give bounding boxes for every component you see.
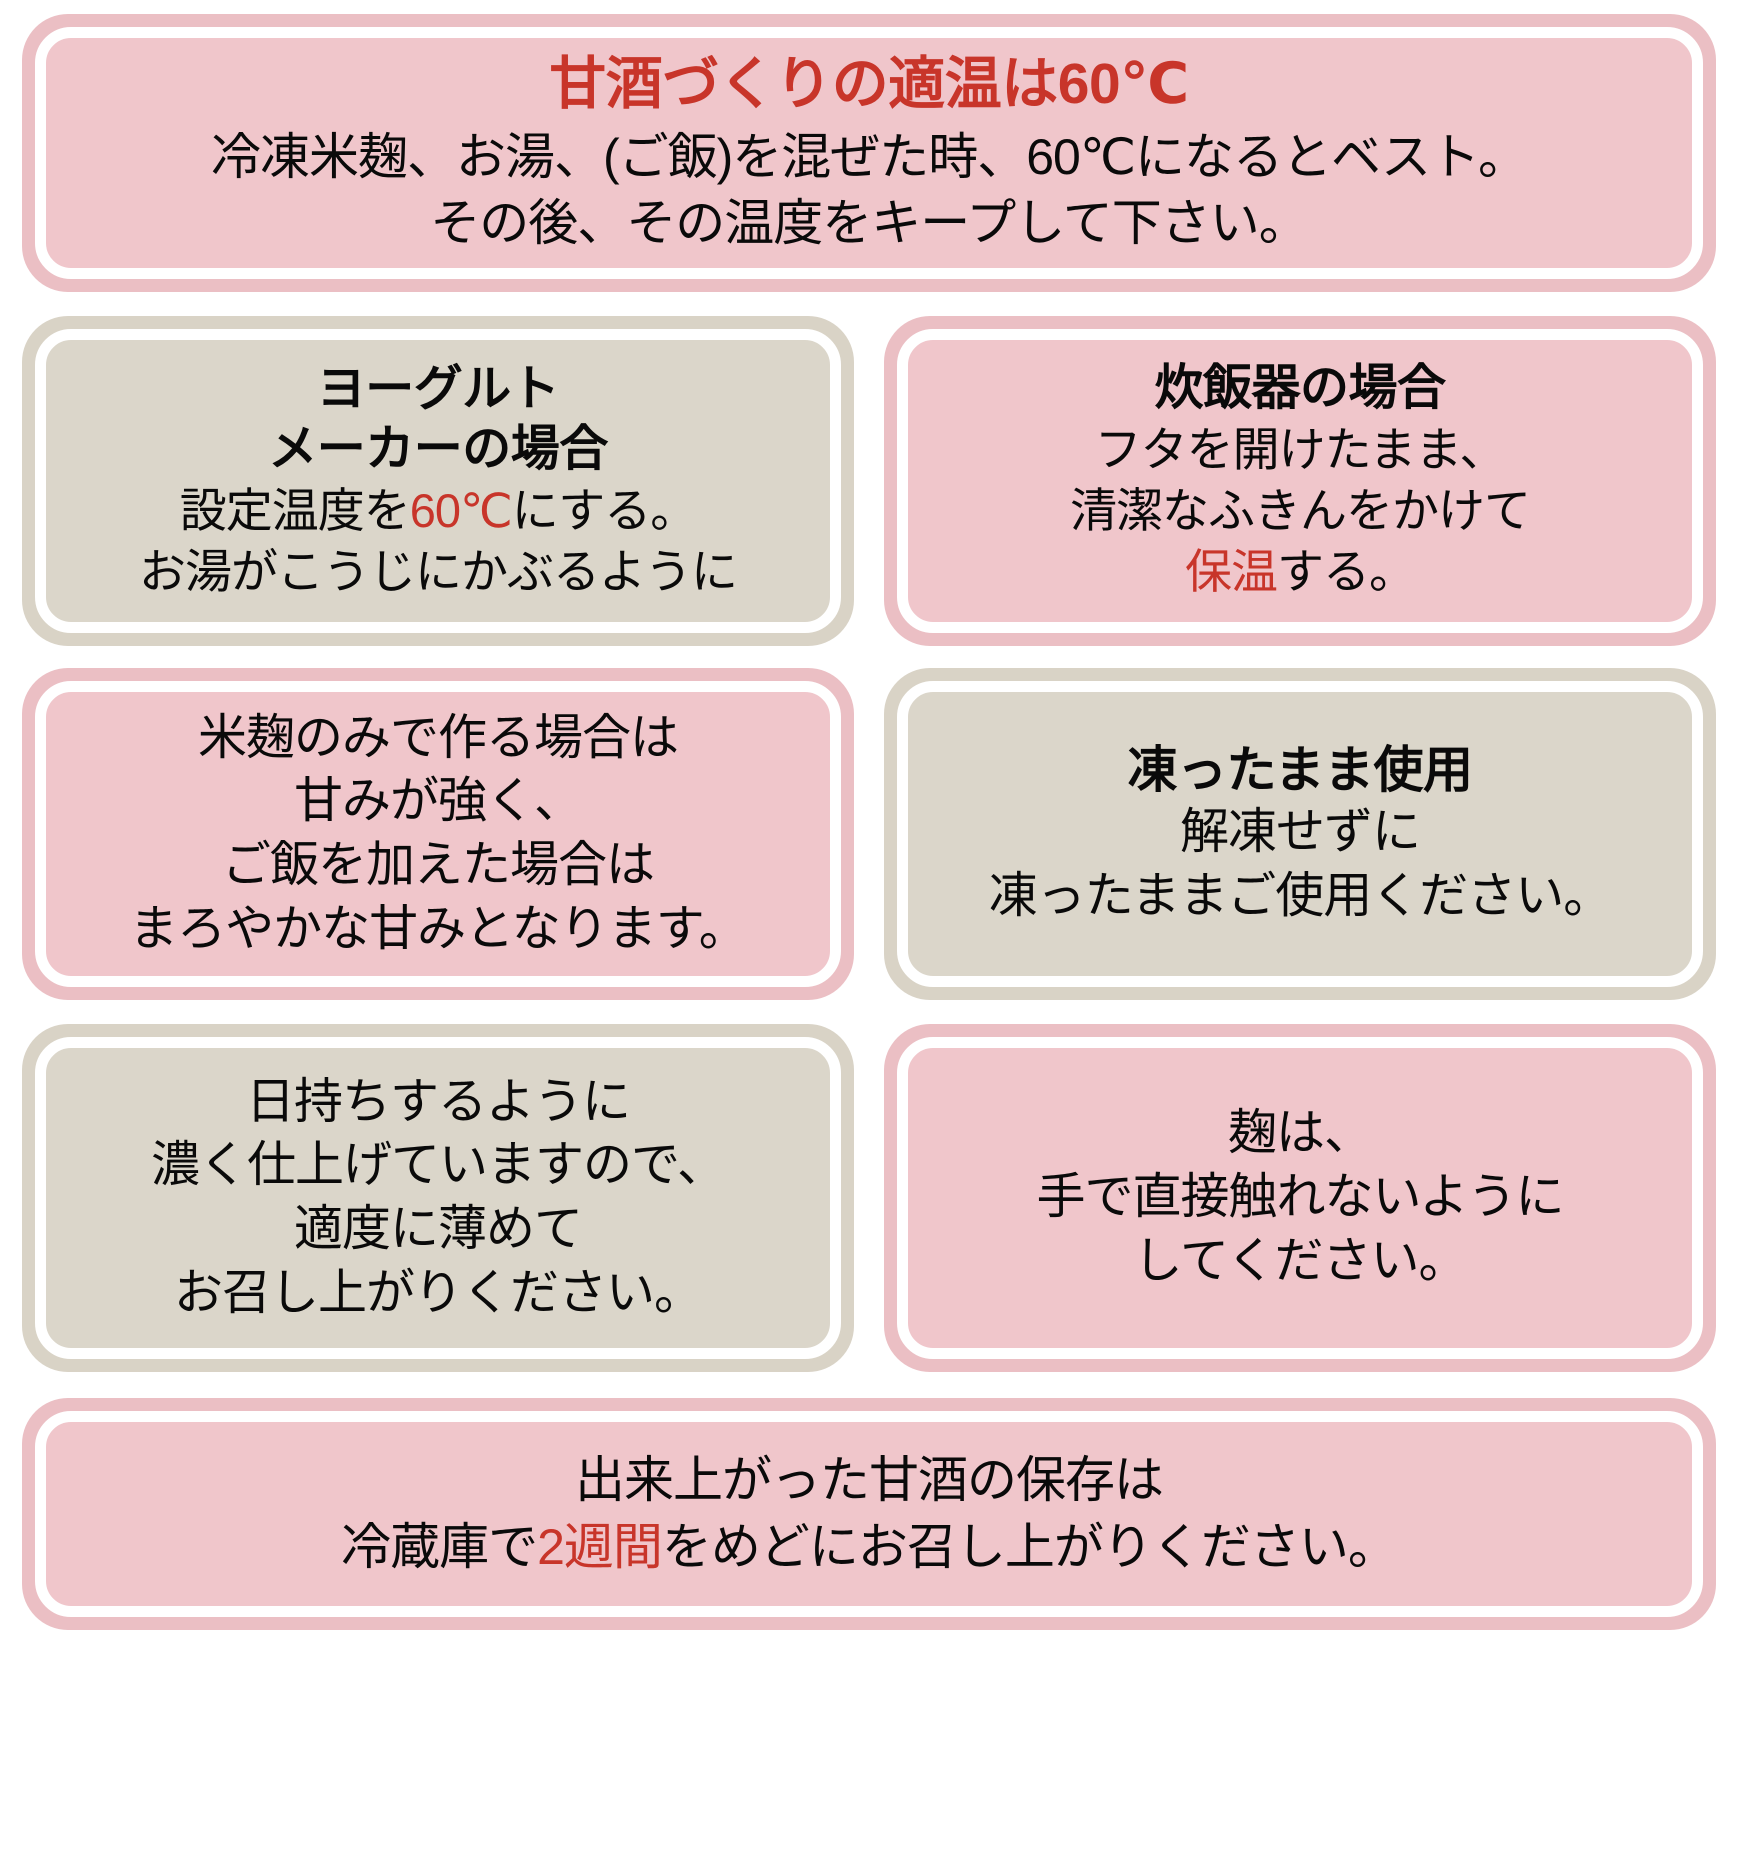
- highlight-text: 保温: [1185, 545, 1278, 599]
- plain-text: してください。: [1133, 1233, 1467, 1288]
- plain-text: お湯がこうじにかぶるように: [139, 544, 738, 598]
- plain-text: 解凍せずに: [1179, 804, 1421, 859]
- hero-body-line-1: 冷凍米麹、お湯、(ご飯)を混ぜた時、60℃になるとベスト。: [210, 128, 1528, 185]
- card-frozen-use-inner: 凍ったまま使用 解凍せずに凍ったままご使用ください。: [897, 681, 1703, 987]
- body-line-2: 濃く仕上げていますので、: [150, 1134, 726, 1198]
- body-line-2: 凍ったままご使用ください。: [988, 865, 1613, 929]
- card-dilute-body: 日持ちするように濃く仕上げていますので、適度に薄めてお召し上がりください。: [150, 1071, 726, 1326]
- title-line-1: ヨーグルト: [316, 362, 560, 417]
- body-line-1: 日持ちするように: [151, 1071, 725, 1135]
- body-line-4: まろやかな甘みとなります。: [129, 898, 748, 962]
- card-no-touch-inner: 麹は、手で直接触れないようにしてください。: [897, 1037, 1703, 1359]
- card-rice-cooker-title: 炊飯器の場合: [1154, 359, 1446, 419]
- card-rice-cooker-body: フタを開けたまま、清潔なふきんをかけて保温する。: [1070, 419, 1531, 602]
- card-yogurt-maker-title: ヨーグルト メーカーの場合: [268, 360, 608, 480]
- body-line-2: お湯がこうじにかぶるように: [139, 541, 738, 602]
- card-no-touch: 麹は、手で直接触れないようにしてください。: [884, 1024, 1716, 1372]
- card-yogurt-maker-body: 設定温度を60℃にする。お湯がこうじにかぶるように: [139, 480, 738, 602]
- body-line-3: ご飯を加えた場合は: [129, 834, 747, 898]
- plain-text: 濃く仕上げていますので、: [150, 1138, 726, 1193]
- body-line-4: お召し上がりください。: [151, 1262, 725, 1326]
- card-rice-cooker: 炊飯器の場合 フタを開けたまま、清潔なふきんをかけて保温する。: [884, 316, 1716, 646]
- body-line-1: 解凍せずに: [989, 801, 1612, 865]
- card-storage: 出来上がった甘酒の保存は冷蔵庫で2週間をめどにお召し上がりください。: [22, 1398, 1716, 1630]
- plain-text: 日持ちするように: [245, 1074, 631, 1129]
- row-sweetness-frozen: 米麹のみで作る場合は甘みが強く、ご飯を加えた場合はまろやかな甘みとなります。 凍…: [22, 668, 1716, 1000]
- card-frozen-use-title: 凍ったまま使用: [1127, 740, 1474, 801]
- plain-text: 出来上がった甘酒の保存は: [575, 1452, 1164, 1508]
- title-line-1: 凍ったまま使用: [1127, 741, 1474, 798]
- card-rice-cooker-inner: 炊飯器の場合 フタを開けたまま、清潔なふきんをかけて保温する。: [897, 329, 1703, 633]
- plain-text: 冷蔵庫で: [341, 1519, 538, 1575]
- card-sweetness-body: 米麹のみで作る場合は甘みが強く、ご飯を加えた場合はまろやかな甘みとなります。: [129, 707, 748, 962]
- body-line-1: 出来上がった甘酒の保存は: [341, 1447, 1397, 1514]
- plain-text: 米麹のみで作る場合は: [197, 710, 679, 765]
- body-line-2: 冷蔵庫で2週間をめどにお召し上がりください。: [341, 1514, 1398, 1581]
- card-yogurt-maker-inner: ヨーグルト メーカーの場合 設定温度を60℃にする。お湯がこうじにかぶるように: [35, 329, 841, 633]
- body-line-1: 設定温度を60℃にする。: [139, 480, 737, 541]
- highlight-text: 2週間: [537, 1519, 663, 1575]
- plain-text: 甘みが強く、: [293, 774, 583, 829]
- card-yogurt-maker: ヨーグルト メーカーの場合 設定温度を60℃にする。お湯がこうじにかぶるように: [22, 316, 854, 646]
- body-line-3: 保温する。: [1070, 541, 1530, 602]
- plain-text: まろやかな甘みとなります。: [129, 901, 748, 956]
- plain-text: にする。: [511, 483, 697, 537]
- body-line-1: 米麹のみで作る場合は: [129, 707, 747, 771]
- hero-headline: 甘酒づくりの適温は60℃: [549, 52, 1189, 117]
- plain-text: をめどにお召し上がりください。: [661, 1519, 1398, 1575]
- card-sweetness: 米麹のみで作る場合は甘みが強く、ご飯を加えた場合はまろやかな甘みとなります。: [22, 668, 854, 1000]
- body-line-2: 手で直接触れないように: [1036, 1166, 1564, 1230]
- card-storage-body: 出来上がった甘酒の保存は冷蔵庫で2週間をめどにお召し上がりください。: [341, 1447, 1398, 1581]
- hero-body-line-2: その後、その温度をキープして下さい。: [430, 194, 1309, 251]
- plain-text: 凍ったままご使用ください。: [988, 868, 1613, 923]
- card-frozen-use: 凍ったまま使用 解凍せずに凍ったままご使用ください。: [884, 668, 1716, 1000]
- row-appliances: ヨーグルト メーカーの場合 設定温度を60℃にする。お湯がこうじにかぶるように …: [22, 316, 1716, 646]
- title-line-2: メーカーの場合: [268, 421, 608, 476]
- plain-text: ご飯を加えた場合は: [221, 838, 655, 892]
- card-dilute: 日持ちするように濃く仕上げていますので、適度に薄めてお召し上がりください。: [22, 1024, 854, 1372]
- body-line-3: してください。: [1036, 1230, 1563, 1294]
- card-sweetness-inner: 米麹のみで作る場合は甘みが強く、ご飯を加えた場合はまろやかな甘みとなります。: [35, 681, 841, 987]
- card-optimal-temperature: 甘酒づくりの適温は60℃ 冷凍米麹、お湯、(ご飯)を混ぜた時、60℃になるとベス…: [22, 14, 1716, 292]
- plain-text: 麹は、: [1227, 1106, 1373, 1161]
- card-storage-inner: 出来上がった甘酒の保存は冷蔵庫で2週間をめどにお召し上がりください。: [35, 1411, 1703, 1617]
- card-no-touch-body: 麹は、手で直接触れないようにしてください。: [1036, 1102, 1564, 1294]
- body-line-1: 麹は、: [1036, 1102, 1563, 1166]
- body-line-1: フタを開けたまま、: [1070, 419, 1530, 480]
- plain-text: 清潔なふきんをかけて: [1070, 484, 1531, 538]
- plain-text: 適度に薄めて: [293, 1202, 583, 1256]
- plain-text: する。: [1277, 545, 1416, 599]
- plain-text: 手で直接触れないように: [1036, 1170, 1564, 1225]
- row-storage: 出来上がった甘酒の保存は冷蔵庫で2週間をめどにお召し上がりください。: [22, 1398, 1716, 1630]
- hero-body: 冷凍米麹、お湯、(ご飯)を混ぜた時、60℃になるとベスト。 その後、その温度をキ…: [210, 124, 1528, 256]
- title-line-1: 炊飯器の場合: [1154, 361, 1446, 416]
- card-optimal-temperature-inner: 甘酒づくりの適温は60℃ 冷凍米麹、お湯、(ご飯)を混ぜた時、60℃になるとベス…: [35, 27, 1703, 279]
- highlight-text: 60℃: [409, 483, 513, 537]
- row-dilute-notouch: 日持ちするように濃く仕上げていますので、適度に薄めてお召し上がりください。 麹は…: [22, 1024, 1716, 1372]
- plain-text: フタを開けたまま、: [1094, 423, 1507, 477]
- plain-text: 設定温度を: [179, 483, 411, 537]
- card-frozen-use-body: 解凍せずに凍ったままご使用ください。: [988, 801, 1613, 929]
- card-dilute-inner: 日持ちするように濃く仕上げていますので、適度に薄めてお召し上がりください。: [35, 1037, 841, 1359]
- row-hero: 甘酒づくりの適温は60℃ 冷凍米麹、お湯、(ご飯)を混ぜた時、60℃になるとベス…: [22, 14, 1716, 292]
- body-line-2: 清潔なふきんをかけて: [1070, 480, 1531, 541]
- body-line-3: 適度に薄めて: [151, 1198, 725, 1262]
- plain-text: お召し上がりください。: [173, 1265, 703, 1320]
- body-line-2: 甘みが強く、: [129, 770, 747, 834]
